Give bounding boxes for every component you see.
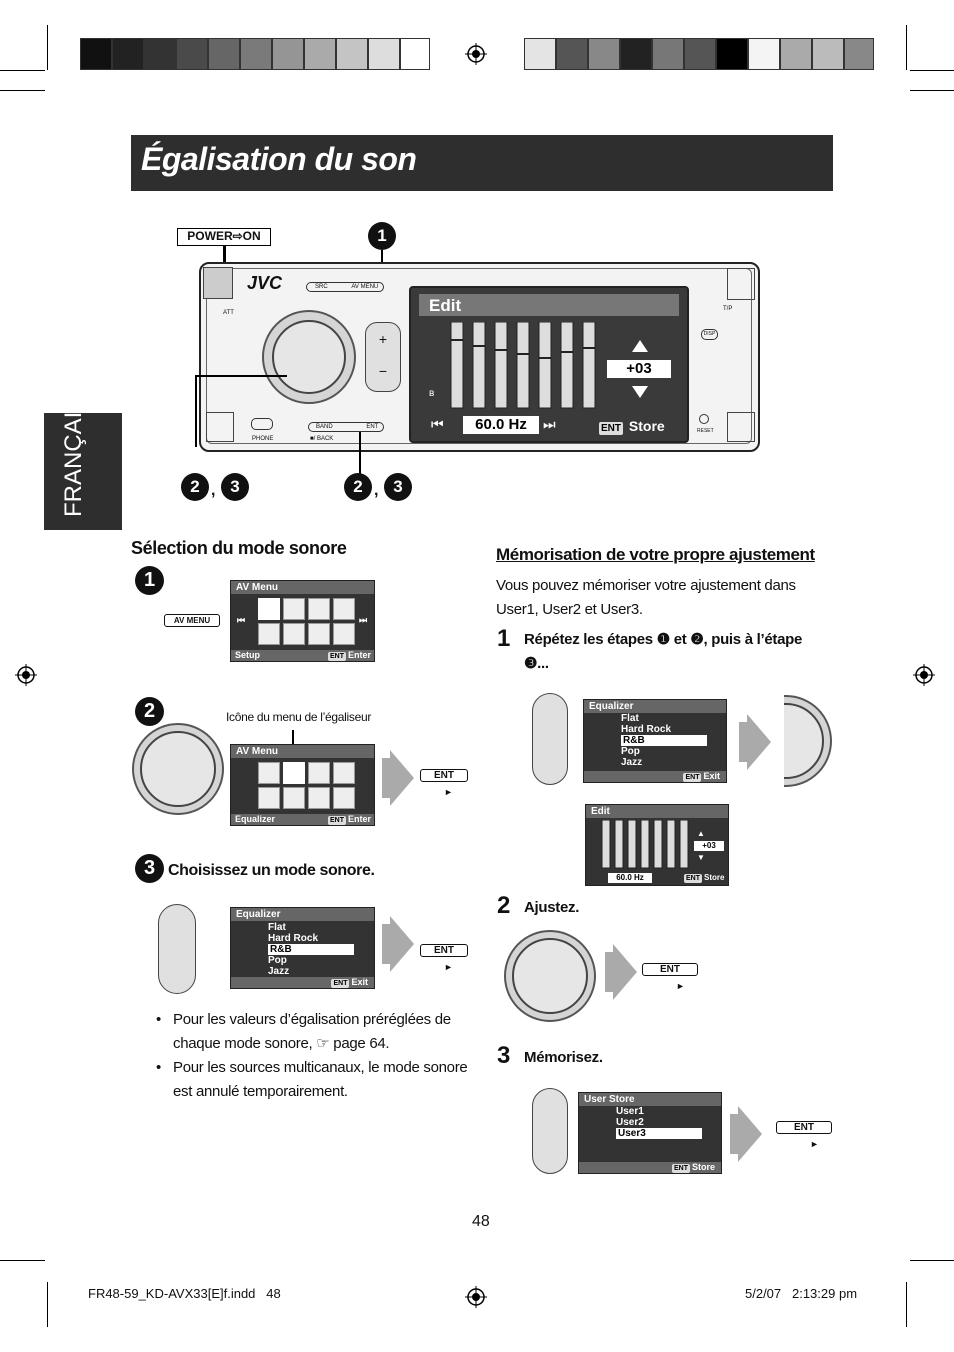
right-intro: Vous pouvez mémoriser votre ajustement d… [496,577,796,618]
bluetooth-icon: ʙ [429,388,435,399]
play-icon: ► [676,981,685,991]
tp-label: T/P [723,306,733,312]
brand-logo: JVC [247,273,283,293]
next-arrow-icon [390,916,414,972]
next-arrow-icon [738,1106,762,1162]
ent-button[interactable]: ENT [642,963,698,976]
phone-label: PHONE [252,436,274,442]
eq-icon-caption: Icône du menu de l’égaliseur [226,710,372,724]
store-label: Store [628,418,665,434]
callout-3: 3 [384,473,412,501]
control-dial[interactable] [262,310,356,404]
control-dial-side[interactable] [158,904,196,994]
registration-mark-icon [913,664,935,686]
value-readout: +03 [607,360,671,378]
callout-2: 2 [344,473,372,501]
down-arrow-icon [632,386,648,398]
next-icon: ⏭ [543,416,556,432]
tp-button[interactable] [727,268,755,300]
right-heading: Mémorisation de votre propre ajustement [496,545,815,564]
back-label: ■/ BACK [310,436,334,442]
detach-button[interactable] [727,412,755,442]
play-icon: ► [810,1139,819,1149]
control-dial[interactable] [504,930,596,1022]
reset-label: RESET [697,428,714,434]
language-tab: FRANÇAIS [44,396,122,530]
title-bar: Égalisation du son [131,135,833,191]
crop-mark [47,1282,48,1327]
registration-mark-icon [15,664,37,686]
att-label: ATT [223,310,234,316]
crop-mark [910,70,954,71]
crop-mark [910,1260,954,1261]
next-arrow-icon [613,944,637,1000]
up-arrow-icon [632,340,648,352]
callout-3: 3 [221,473,249,501]
eject-button[interactable] [206,412,234,442]
volume-rocker[interactable]: + − [365,322,401,392]
power-button[interactable] [203,267,233,299]
step-2-text: Ajustez. [524,899,580,916]
page-number: 48 [472,1213,490,1230]
ent-button[interactable]: ENT [420,769,468,782]
page-title: Égalisation du son [141,141,417,177]
play-icon: ► [444,962,453,972]
step-3-number: 3 [497,1042,511,1069]
step-3-text: Choisissez un mode sonore. [168,862,375,879]
control-dial-partial[interactable] [784,695,832,787]
ent-badge: ENT [599,422,623,435]
next-arrow-icon [747,714,771,770]
note-item: •Pour les valeurs d’égalisation préréglé… [156,1011,451,1052]
step-3-text: Mémorisez. [524,1049,603,1066]
crop-mark [906,25,907,70]
step-1-number: 1 [497,625,511,652]
registration-mark-icon [465,1286,487,1308]
av-menu-button[interactable]: AV MENU [164,614,220,627]
ent-button[interactable]: ENT [420,944,468,957]
callout-2: 2 [181,473,209,501]
control-dial[interactable] [132,723,224,815]
note-item: •Pour les sources multicanaux, le mode s… [156,1059,468,1100]
prev-icon: ⏮ [431,416,444,432]
band-ent-button[interactable]: BAND ENT [308,422,384,432]
next-arrow-icon [390,750,414,806]
callout-1: 1 [368,222,396,250]
step-1-badge: 1 [135,566,164,595]
crop-mark [0,70,45,71]
left-heading: Sélection du mode sonore [131,538,347,558]
crop-mark [906,1282,907,1327]
control-dial-side[interactable] [532,1088,568,1174]
src-av-menu-button[interactable]: SRC AV MENU [306,282,384,292]
crop-mark [47,25,48,70]
power-label: POWER⇨ON [177,228,271,246]
step-1-text: Répétez les étapes ❶ et ❷, puis à l’étap… [524,631,803,672]
crop-mark [0,1260,45,1261]
freq-readout: 60.0 Hz [463,416,539,434]
ent-button[interactable]: ENT [776,1121,832,1134]
registration-mark-icon [465,43,487,65]
crop-mark [910,90,954,91]
reset-button[interactable] [699,414,709,424]
device-display: Edit +03 ʙ ⏮ 60.0 Hz ⏭ ENT Store [409,286,689,443]
disp-button[interactable]: DISP [701,329,718,340]
phone-button[interactable] [251,418,273,430]
footer-file: FR48-59_KD-AVX33[E]f.indd 48 [88,1286,281,1301]
eq-sliders [450,322,596,409]
play-icon: ► [444,787,453,797]
language-label: FRANÇAIS [60,395,87,517]
step-2-number: 2 [497,892,511,919]
footer-date: 5/2/07 2:13:29 pm [745,1286,858,1301]
control-dial-side[interactable] [532,693,568,785]
screen-title: Edit [429,296,462,315]
step-2-badge: 2 [135,697,164,726]
step-3-badge: 3 [135,854,164,883]
crop-mark [0,90,45,91]
